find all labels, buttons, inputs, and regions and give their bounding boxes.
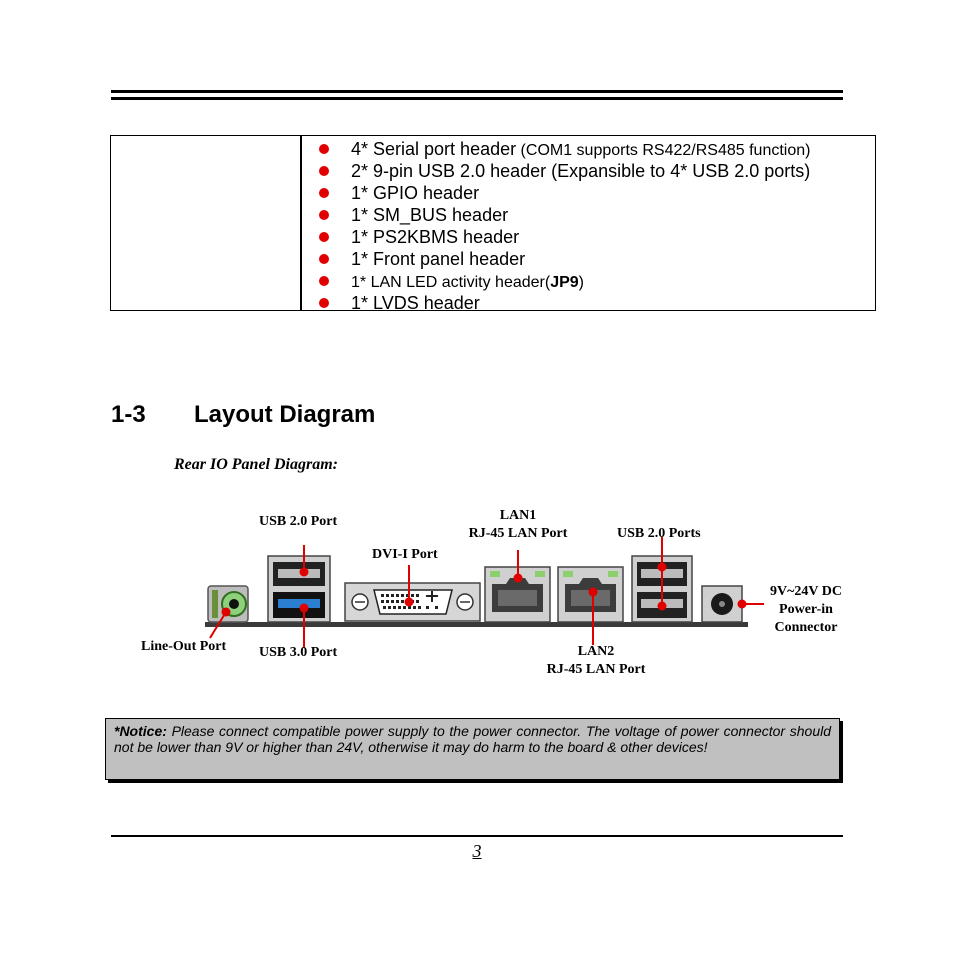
dc-power-jack-icon <box>701 585 743 623</box>
section-number: 1-3 <box>111 401 146 428</box>
list-item: 1* SM_BUS header <box>319 204 810 226</box>
label-usb20-ports: USB 2.0 Ports <box>617 526 701 541</box>
label-power-line3: Connector <box>774 620 838 635</box>
usb-stack-left-icon <box>267 555 331 623</box>
bullet-icon <box>319 210 329 220</box>
item-text: 2* 9-pin USB 2.0 header (Expansible to 4… <box>351 161 811 181</box>
item-jumper: JP9 <box>550 274 579 291</box>
line-out-jack-icon <box>207 585 249 623</box>
page-number: 3 <box>472 841 482 861</box>
bullet-icon <box>319 232 329 242</box>
bullet-icon <box>319 298 329 308</box>
diagram-subheading: Rear IO Panel Diagram: <box>174 456 338 473</box>
label-lan1-line1: LAN1 <box>499 508 537 523</box>
dvi-connector-icon <box>344 582 481 622</box>
header-rule-thin <box>111 97 843 100</box>
list-item: 1* Front panel header <box>319 248 810 270</box>
item-text: 1* GPIO header <box>351 183 480 203</box>
item-text: 1* PS2KBMS header <box>351 227 520 247</box>
footer-rule <box>111 835 843 837</box>
item-text-end: ) <box>578 274 584 291</box>
rear-io-illustration <box>205 537 764 648</box>
label-power-line2: Power-in <box>779 602 833 617</box>
label-usb20-port: USB 2.0 Port <box>259 514 338 529</box>
item-text: 1* LAN LED activity header( <box>351 274 551 291</box>
header-rule-thick <box>111 90 843 93</box>
notice-label: *Notice: <box>114 723 167 739</box>
label-dvi-port: DVI-I Port <box>372 547 438 562</box>
list-item: 4* Serial port header (COM1 supports RS4… <box>319 138 810 160</box>
item-text: 1* SM_BUS header <box>351 205 509 225</box>
pointer-lines <box>209 537 764 648</box>
item-text: 4* Serial port header <box>351 139 517 159</box>
label-lan1-line2: RJ-45 LAN Port <box>468 526 568 541</box>
label-power-line1: 9V~24V DC <box>770 584 842 599</box>
bullet-icon <box>319 188 329 198</box>
list-item: 1* PS2KBMS header <box>319 226 810 248</box>
list-item: 1* LVDS header <box>319 292 810 314</box>
list-item: 2* 9-pin USB 2.0 header (Expansible to 4… <box>319 160 810 182</box>
spec-list: 4* Serial port header (COM1 supports RS4… <box>319 138 810 314</box>
spec-table: 4* Serial port header (COM1 supports RS4… <box>110 135 876 314</box>
list-item: 1* LAN LED activity header(JP9) <box>319 270 810 292</box>
item-text: 1* LVDS header <box>351 293 480 313</box>
label-usb30: USB 3.0 Port <box>259 645 338 660</box>
item-text: 1* Front panel header <box>351 249 526 269</box>
bullet-icon <box>319 276 329 286</box>
notice-box: *Notice: Please connect compatible power… <box>105 718 840 780</box>
table-divider <box>300 136 302 310</box>
section-title: Layout Diagram <box>194 401 376 428</box>
label-lan2-line2: RJ-45 LAN Port <box>546 662 646 677</box>
section-heading: 1-3 Layout Diagram <box>111 401 375 429</box>
bullet-icon <box>319 144 329 154</box>
panel-base <box>205 622 748 627</box>
item-note: (COM1 supports RS422/RS485 function) <box>516 142 811 159</box>
bullet-icon <box>319 254 329 264</box>
label-lan2-line1: LAN2 <box>577 644 615 659</box>
bullet-icon <box>319 166 329 176</box>
label-line-out: Line-Out Port <box>141 639 227 654</box>
notice-text: Please connect compatible power supply t… <box>114 723 831 755</box>
list-item: 1* GPIO header <box>319 182 810 204</box>
